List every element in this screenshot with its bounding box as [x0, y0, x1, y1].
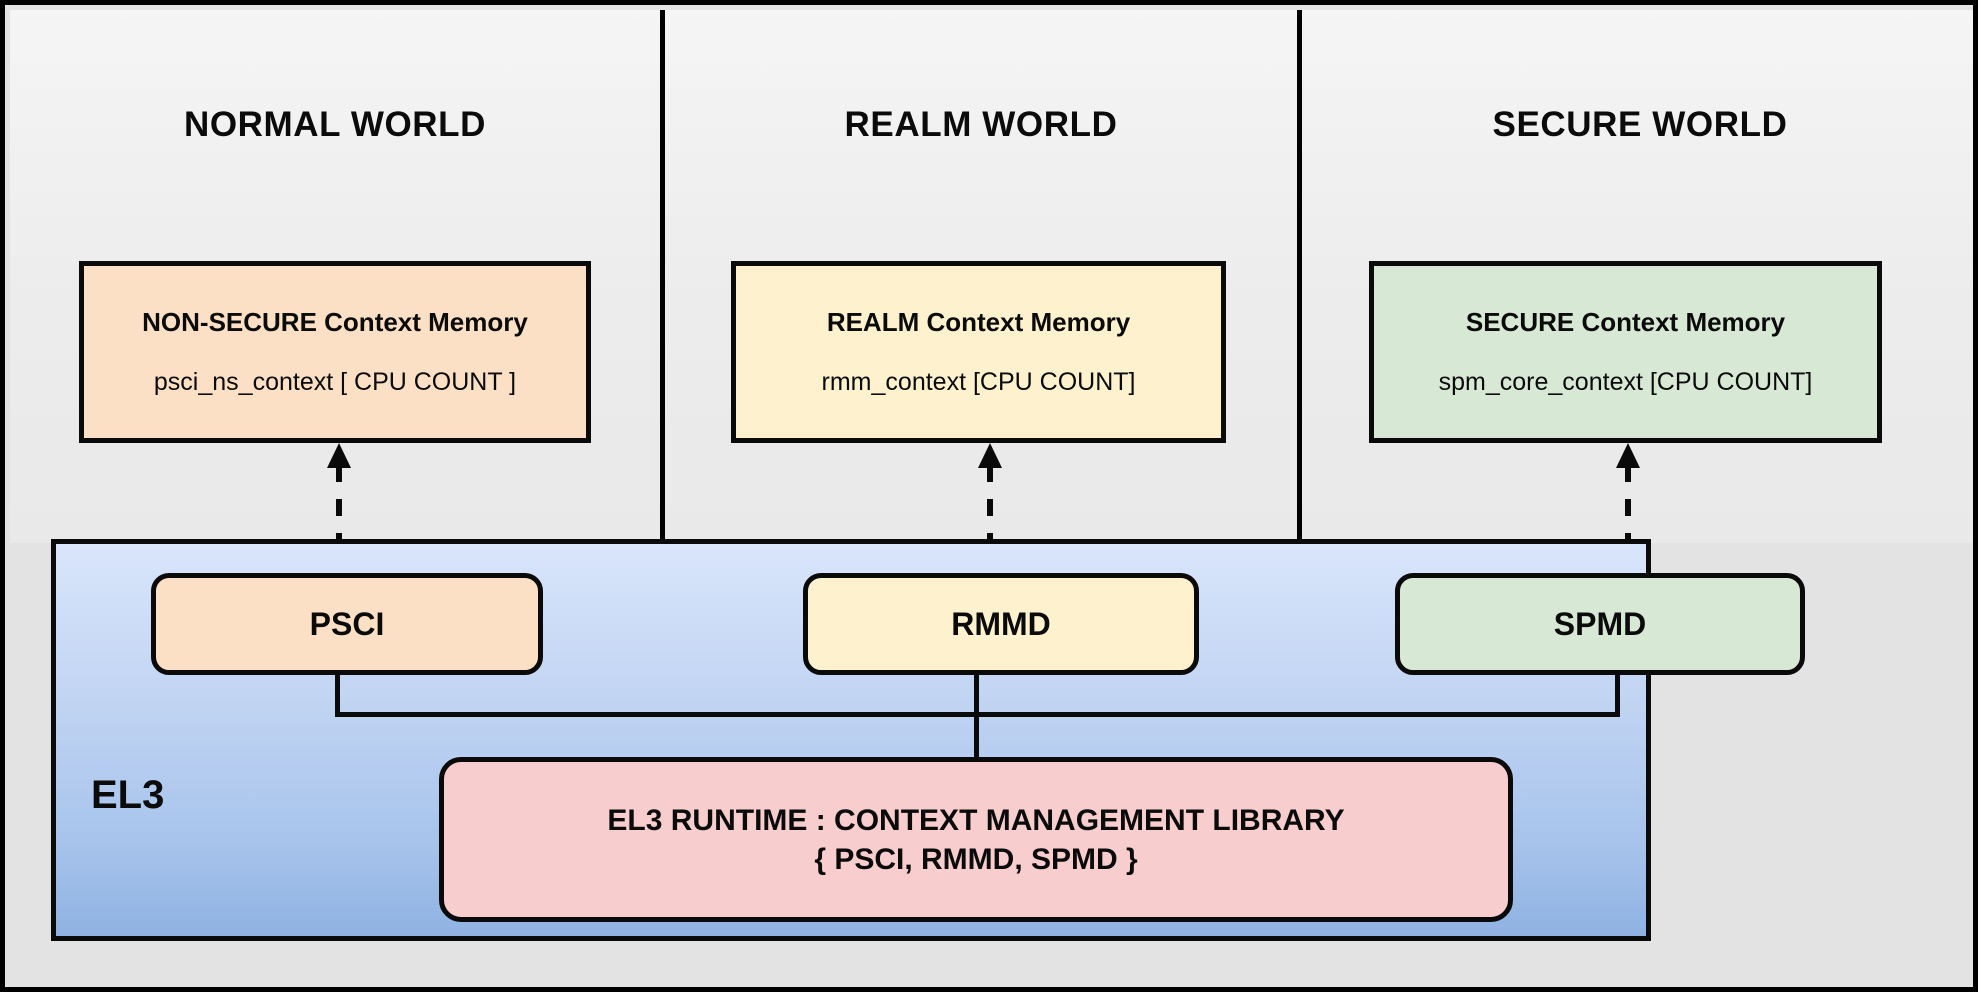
dispatcher-box-rmmd[interactable]: RMMD [803, 573, 1199, 675]
context-memory-array-non-secure: psci_ns_context [ CPU COUNT ] [153, 368, 517, 396]
world-divider-normal-realm [660, 10, 665, 543]
world-title-normal: NORMAL WORLD [183, 105, 487, 144]
connector-spmd-vertical [1615, 675, 1620, 717]
world-title-secure: SECURE WORLD [1492, 105, 1788, 144]
dispatcher-box-psci[interactable]: PSCI [151, 573, 543, 675]
runtime-members-line: { PSCI, RMMD, SPMD } [814, 842, 1138, 876]
el3-label: EL3 [91, 773, 165, 817]
dispatcher-box-spmd[interactable]: SPMD [1395, 573, 1805, 675]
connector-bus-to-runtime [974, 712, 979, 760]
context-memory-title-realm: REALM Context Memory [826, 307, 1131, 337]
context-memory-array-realm: rmm_context [CPU COUNT] [821, 368, 1136, 396]
context-memory-array-secure: spm_core_context [CPU COUNT] [1438, 368, 1813, 396]
el3-runtime-context-management-box[interactable]: EL3 RUNTIME : CONTEXT MANAGEMENT LIBRARY… [439, 757, 1513, 922]
context-memory-box-realm: REALM Context Memory rmm_context [CPU CO… [731, 261, 1226, 443]
world-title-realm: REALM WORLD [844, 105, 1118, 144]
runtime-title-line: EL3 RUNTIME : CONTEXT MANAGEMENT LIBRARY [607, 803, 1345, 837]
context-memory-box-non-secure: NON-SECURE Context Memory psci_ns_contex… [79, 261, 591, 443]
connector-psci-vertical [335, 675, 340, 717]
world-divider-realm-secure [1297, 10, 1302, 543]
context-memory-title-secure: SECURE Context Memory [1465, 307, 1786, 337]
context-memory-box-secure: SECURE Context Memory spm_core_context [… [1369, 261, 1882, 443]
connector-rmmd-vertical [974, 675, 979, 717]
context-memory-title-non-secure: NON-SECURE Context Memory [142, 307, 528, 337]
